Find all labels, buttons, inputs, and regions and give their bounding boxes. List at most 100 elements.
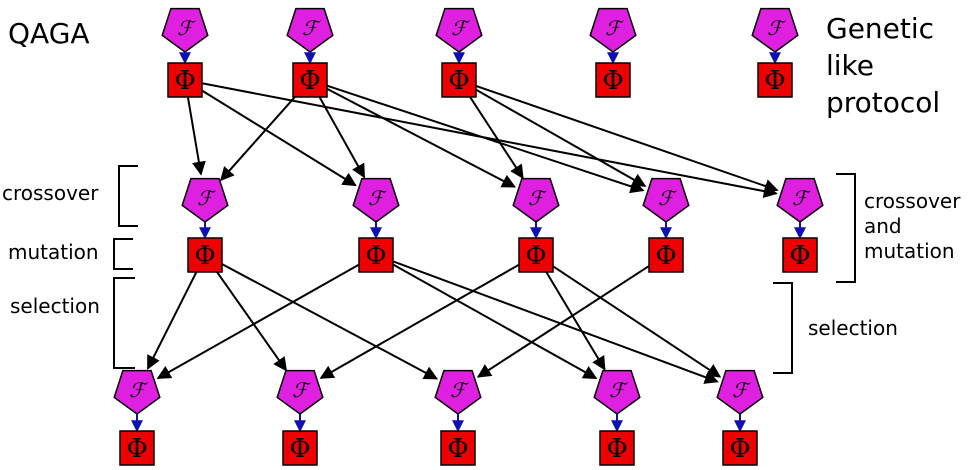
offspring-node-1: ℱΦ [181, 177, 229, 273]
bracket-mutation [113, 238, 133, 270]
pentagon-node [435, 7, 483, 53]
phi-symbol: Φ [174, 66, 195, 96]
square-node [518, 237, 554, 273]
pentagon-node [113, 369, 161, 415]
square-node [595, 62, 631, 98]
square-node [648, 237, 684, 273]
pentagon-node [286, 7, 334, 53]
phi-symbol: Φ [606, 434, 627, 464]
pentagon-node [352, 177, 400, 223]
selected-node-4: ℱΦ [593, 369, 641, 466]
label-selection-left: selection [10, 294, 100, 318]
square-node [292, 62, 328, 98]
edge-arrow [544, 269, 606, 371]
offspring-node-5: ℱΦ [776, 177, 824, 273]
square-node [757, 62, 793, 98]
pentagon-node [181, 177, 229, 223]
legend-node-1: ℱΦ [751, 7, 799, 98]
script-f-symbol: ℱ [450, 378, 469, 402]
edge-arrow [325, 87, 516, 188]
script-f-symbol: ℱ [732, 378, 751, 402]
edge-arrow [474, 88, 647, 187]
label-and-right: and [864, 214, 902, 238]
phi-symbol: Φ [365, 241, 386, 271]
edge-arrow [214, 269, 288, 372]
script-f-symbol: ℱ [767, 16, 786, 40]
offspring-node-3: ℱΦ [512, 177, 560, 273]
pentagon-node [512, 177, 560, 223]
phi-symbol: Φ [764, 66, 785, 96]
pentagon-node [642, 177, 690, 223]
offspring-node-4: ℱΦ [642, 177, 690, 273]
offspring-node-2: ℱΦ [352, 177, 400, 273]
phi-symbol: Φ [299, 66, 320, 96]
legend-line-3: protocol [826, 86, 940, 119]
script-f-symbol: ℱ [197, 186, 216, 210]
phi-symbol: Φ [289, 434, 310, 464]
pentagon-node [593, 369, 641, 415]
edge-arrow [220, 262, 439, 380]
pentagon-node [751, 7, 799, 53]
script-f-symbol: ℱ [302, 16, 321, 40]
edge-arrow [550, 264, 722, 378]
script-f-symbol: ℱ [658, 186, 677, 210]
selected-node-2: ℱΦ [276, 369, 324, 466]
legend: ℱΦ [751, 7, 799, 98]
square-node [119, 430, 155, 466]
bracket-crossover [118, 165, 138, 227]
edge-arrow [317, 95, 366, 179]
label-mutation-right: mutation [864, 239, 955, 263]
script-f-symbol: ℱ [451, 16, 470, 40]
script-f-symbol: ℱ [129, 378, 148, 402]
phi-symbol: Φ [447, 434, 468, 464]
script-f-symbol: ℱ [292, 378, 311, 402]
bracket-crossover-mutation [836, 173, 856, 283]
edge-arrow [199, 88, 357, 187]
phi-symbol: Φ [789, 241, 810, 271]
selected-node-5: ℱΦ [716, 369, 764, 466]
square-node [187, 237, 223, 273]
square-node [440, 430, 476, 466]
edge-arrow [220, 92, 299, 182]
legend-line-2: like [826, 49, 874, 82]
edge-arrow [467, 94, 524, 180]
square-node [167, 62, 203, 98]
edge-arrow [476, 263, 652, 378]
script-f-symbol: ℱ [605, 16, 624, 40]
edge-arrow [475, 84, 779, 193]
bracket-selection [113, 277, 135, 369]
initial-node-1: ℱΦ [161, 7, 209, 98]
label-crossover-right: crossover [864, 189, 961, 213]
initial-node-3: ℱΦ [435, 7, 483, 98]
edge-arrow [319, 263, 521, 379]
initial-node-2: ℱΦ [286, 7, 334, 98]
pentagon-node [589, 7, 637, 53]
edge-arrow [392, 260, 719, 384]
square-node [722, 430, 758, 466]
selected-node-1: ℱΦ [113, 369, 161, 466]
script-f-symbol: ℱ [528, 186, 547, 210]
phi-symbol: Φ [655, 241, 676, 271]
phi-symbol: Φ [602, 66, 623, 96]
square-node [358, 237, 394, 273]
edge-arrow [202, 82, 778, 198]
edge-arrow [391, 262, 598, 380]
initial-node-4: ℱΦ [589, 7, 637, 98]
label-selection-right: selection [808, 316, 898, 340]
label-crossover-left: crossover [2, 181, 99, 205]
edge-arrow [156, 263, 361, 380]
square-node [782, 237, 818, 273]
script-f-symbol: ℱ [609, 378, 628, 402]
script-f-symbol: ℱ [177, 16, 196, 40]
square-node [282, 430, 318, 466]
edge-arrow [187, 97, 206, 176]
phi-symbol: Φ [194, 241, 215, 271]
phi-symbol: Φ [525, 241, 546, 271]
diagram-title: QAGA [8, 17, 90, 50]
legend-line-1: Genetic [826, 12, 934, 45]
pentagon-node [776, 177, 824, 223]
edge-arrow [326, 84, 645, 194]
pentagon-node [161, 7, 209, 53]
